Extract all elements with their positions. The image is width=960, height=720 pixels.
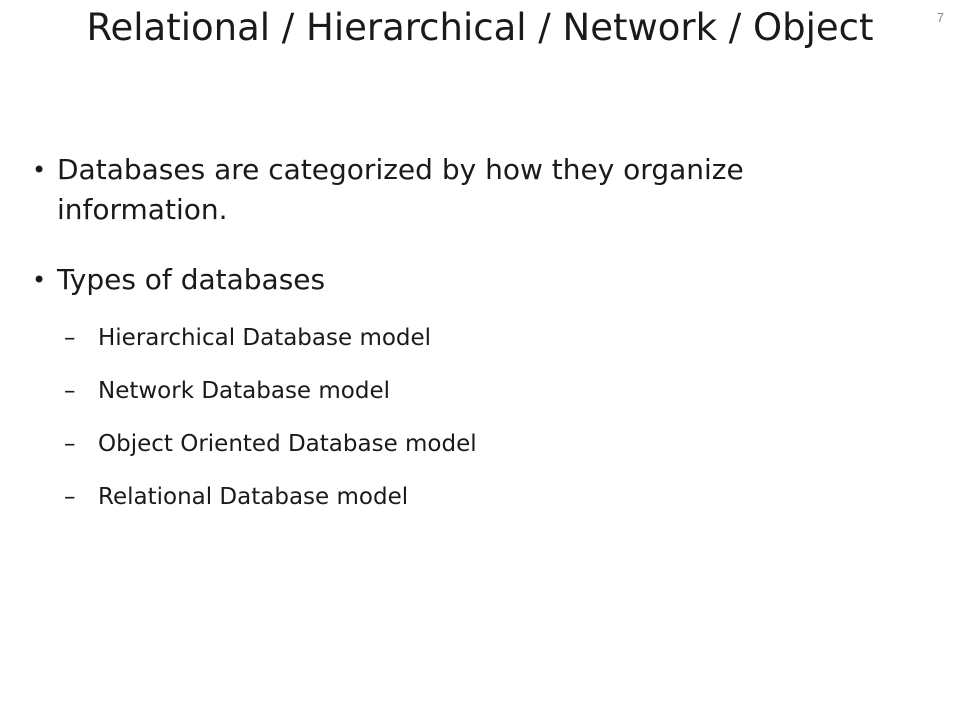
bullet-item: • Databases are categorized by how they … xyxy=(32,150,892,230)
subitem: – Hierarchical Database model xyxy=(64,321,884,355)
subitem-text: Hierarchical Database model xyxy=(98,325,432,351)
subitem-marker: – xyxy=(64,378,76,404)
subitem: – Object Oriented Database model xyxy=(64,427,884,461)
slide-title: Relational / Hierarchical / Network / Ob… xyxy=(86,6,874,49)
subitem: – Relational Database model xyxy=(64,480,884,514)
subitem-marker: – xyxy=(64,484,76,510)
subitem: – Network Database model xyxy=(64,374,884,408)
subitem-text: Object Oriented Database model xyxy=(98,431,477,457)
bullet-text: Types of databases xyxy=(57,263,326,296)
subitem-marker: – xyxy=(64,325,76,351)
bullet-text: Databases are categorized by how they or… xyxy=(57,153,744,226)
subitem-marker: – xyxy=(64,431,76,457)
slide-number: 7 xyxy=(936,10,944,25)
bullet-marker: • xyxy=(32,156,47,184)
bullet-item: • Types of databases xyxy=(32,260,892,300)
subitem-text: Network Database model xyxy=(98,378,391,404)
bullet-marker: • xyxy=(32,266,47,294)
subitem-text: Relational Database model xyxy=(98,484,409,510)
